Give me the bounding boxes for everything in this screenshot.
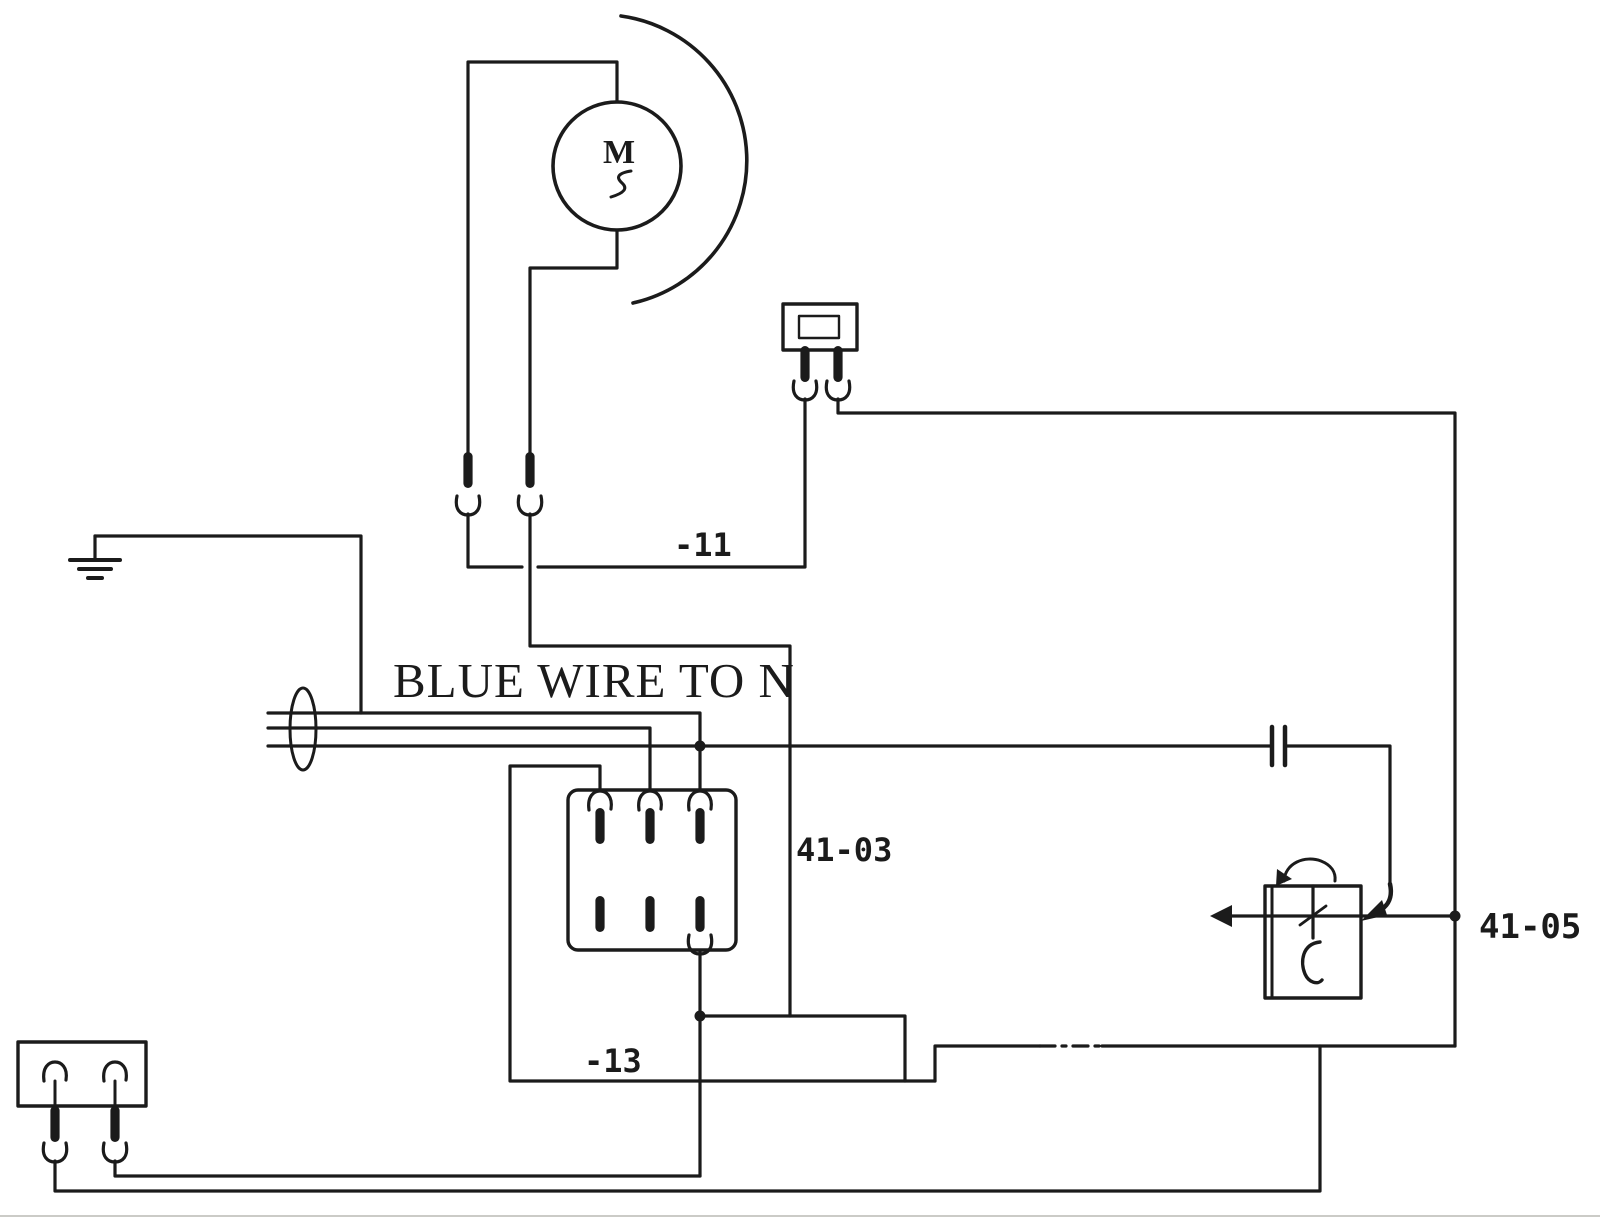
- wire-grommet-2: [266, 726, 652, 792]
- terminal-hook-icon: [454, 494, 482, 517]
- terminal-hook-icon: [42, 1060, 68, 1083]
- terminal-pin-icon: [643, 806, 657, 846]
- wire-capacitor-to-switch: [1283, 744, 1392, 886]
- terminal-pin-icon: [831, 344, 845, 384]
- junction-dot: [1449, 910, 1461, 922]
- wires: [53, 60, 1457, 1193]
- terminal-hook-icon: [102, 1060, 128, 1083]
- wire-ref-11-label: -11: [674, 526, 732, 564]
- capacitor-icon: [1269, 724, 1288, 768]
- motor-squiggle-icon: [609, 169, 633, 199]
- rotation-arrow-icon: [1282, 857, 1337, 883]
- terminal-hook-icon: [824, 379, 852, 402]
- terminal-pin-icon: [643, 894, 657, 934]
- inline-terminal-right: [516, 450, 544, 517]
- wire-bottom-short: [113, 1159, 702, 1178]
- rotation-arrowhead-icon: [1276, 869, 1292, 886]
- terminal-pin-icon: [523, 450, 537, 490]
- wire-13-run: [508, 764, 937, 1083]
- diagonal-arrowhead-icon: [1361, 900, 1387, 921]
- terminal-hook-icon: [516, 494, 544, 517]
- terminal-hook-icon: [637, 789, 663, 812]
- wire-right-loop: [836, 397, 1457, 1048]
- cable-grommet: [288, 686, 318, 772]
- terminal-hook-icon: [687, 789, 713, 812]
- ground-symbol: [68, 534, 122, 580]
- switch-ref-label: 41-05: [1479, 907, 1581, 947]
- connector-inner: [797, 314, 841, 340]
- terminal-block-ref-label: 41-03: [796, 831, 892, 869]
- terminal-hook-icon: [587, 789, 613, 812]
- two-pin-connector-bottom: [16, 1040, 148, 1164]
- terminal-pin-icon: [593, 806, 607, 846]
- control-switch: [1210, 857, 1457, 1000]
- terminal-pin-icon: [593, 894, 607, 934]
- terminal-pin-icon: [108, 1104, 122, 1144]
- wire-11-left-segment: [466, 512, 524, 569]
- junction-dot: [694, 740, 706, 752]
- terminal-pin-icon: [693, 806, 707, 846]
- blue-wire-note: BLUE WIRE TO N: [393, 653, 795, 708]
- inline-terminal-left: [454, 450, 482, 517]
- wire-ground-run: [93, 534, 363, 715]
- wire-step-left: [698, 1014, 907, 1083]
- wire-11-right-segment: [536, 397, 807, 569]
- wire-grommet-1: [266, 711, 702, 792]
- wire-41-03-riser: [528, 512, 792, 1018]
- terminal-pin-icon: [461, 450, 475, 490]
- terminal-hook-icon: [101, 1141, 129, 1164]
- terminal-pin-icon: [693, 894, 707, 934]
- six-terminal-block: [566, 788, 738, 956]
- terminal-pin-icon: [798, 344, 812, 384]
- wire-motor-top: [466, 60, 619, 454]
- fan-housing-arc: [619, 14, 749, 305]
- junction-dot: [694, 1010, 706, 1022]
- terminal-pin-icon: [48, 1104, 62, 1144]
- connector-housing: [16, 1040, 148, 1108]
- two-pin-connector-top: [781, 302, 859, 402]
- junction-dots: [694, 740, 1461, 1022]
- terminal-hook-icon: [791, 379, 819, 402]
- motor-letter: M: [603, 134, 635, 171]
- switch-blade: [1298, 904, 1328, 927]
- connector-housing: [781, 302, 859, 352]
- switch-curl: [1301, 940, 1324, 985]
- left-arrow-icon: [1210, 905, 1232, 927]
- wire-bottom-long: [53, 1044, 1322, 1193]
- wire-ref-13-label: -13: [584, 1042, 642, 1080]
- terminal-hook-icon: [41, 1141, 69, 1164]
- wire-step-right: [933, 1044, 1042, 1083]
- wire-motor-bottom: [528, 228, 619, 454]
